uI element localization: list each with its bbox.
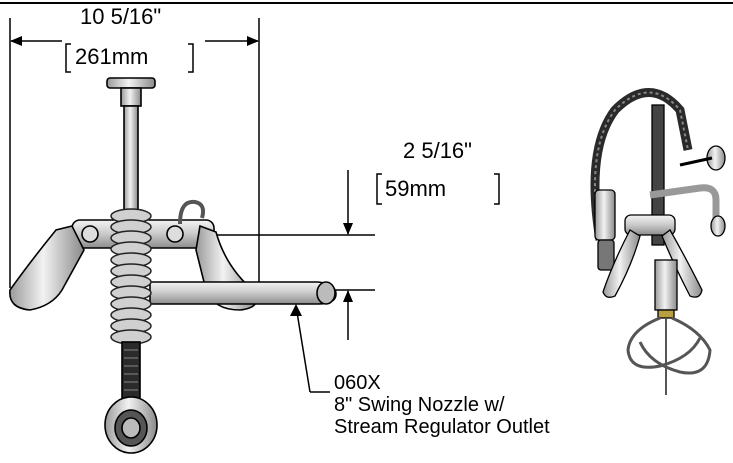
- height-metric-label: 59mm: [385, 176, 447, 201]
- iso-spout-outlet: [710, 215, 726, 237]
- wall-bracket-collar: [120, 87, 142, 107]
- width-imperial-label: 10 5/16": [80, 4, 162, 29]
- iso-swing-spout: [649, 184, 720, 220]
- iso-spray-grip: [597, 239, 615, 271]
- callout-leader: [290, 304, 330, 393]
- height-metric-bracket-left: [376, 173, 382, 205]
- leader-diagonal: [295, 305, 311, 393]
- width-metric-bracket-left: [65, 43, 71, 73]
- iso-brass-nipple: [657, 309, 675, 319]
- iso-bracket-arm: [679, 156, 713, 167]
- left-valve-cap: [81, 225, 99, 243]
- iso-right-handle: [661, 229, 703, 298]
- swing-nozzle: [149, 281, 337, 305]
- flex-hose-ribs: [124, 349, 138, 399]
- flex-hose: [121, 341, 141, 405]
- iso-spray-valve: [594, 189, 616, 241]
- left-wrist-handle: [9, 225, 85, 311]
- leader-arrowhead: [290, 304, 302, 316]
- height-imperial-label: 2 5/16": [403, 138, 472, 163]
- iso-supply-hose-right: [638, 316, 712, 375]
- callout-part-number: 060X: [334, 372, 381, 394]
- nozzle-outlet: [316, 281, 336, 305]
- riser-pipe: [123, 105, 139, 217]
- width-metric-label: 261mm: [75, 44, 149, 69]
- width-metric-bracket-right: [188, 43, 194, 73]
- right-valve-cap: [166, 225, 184, 243]
- iso-left-handle: [602, 229, 641, 298]
- callout-line-2: Stream Regulator Outlet: [334, 416, 550, 438]
- callout-line-1: 8" Swing Nozzle w/: [334, 394, 505, 416]
- height-metric-bracket-right: [494, 173, 500, 205]
- spray-valve-center: [121, 417, 141, 439]
- width-dimension: [9, 18, 260, 292]
- wall-bracket-plate: [106, 77, 156, 89]
- iso-lower-body: [654, 259, 678, 311]
- iso-supply-hose-left: [626, 316, 702, 369]
- iso-valve-body: [624, 214, 676, 236]
- spring-coil: [110, 208, 152, 345]
- iso-riser: [651, 104, 665, 246]
- faucet-isometric-view: [590, 88, 726, 395]
- faucet-front-view: [9, 77, 337, 454]
- hose-hook: [178, 199, 206, 225]
